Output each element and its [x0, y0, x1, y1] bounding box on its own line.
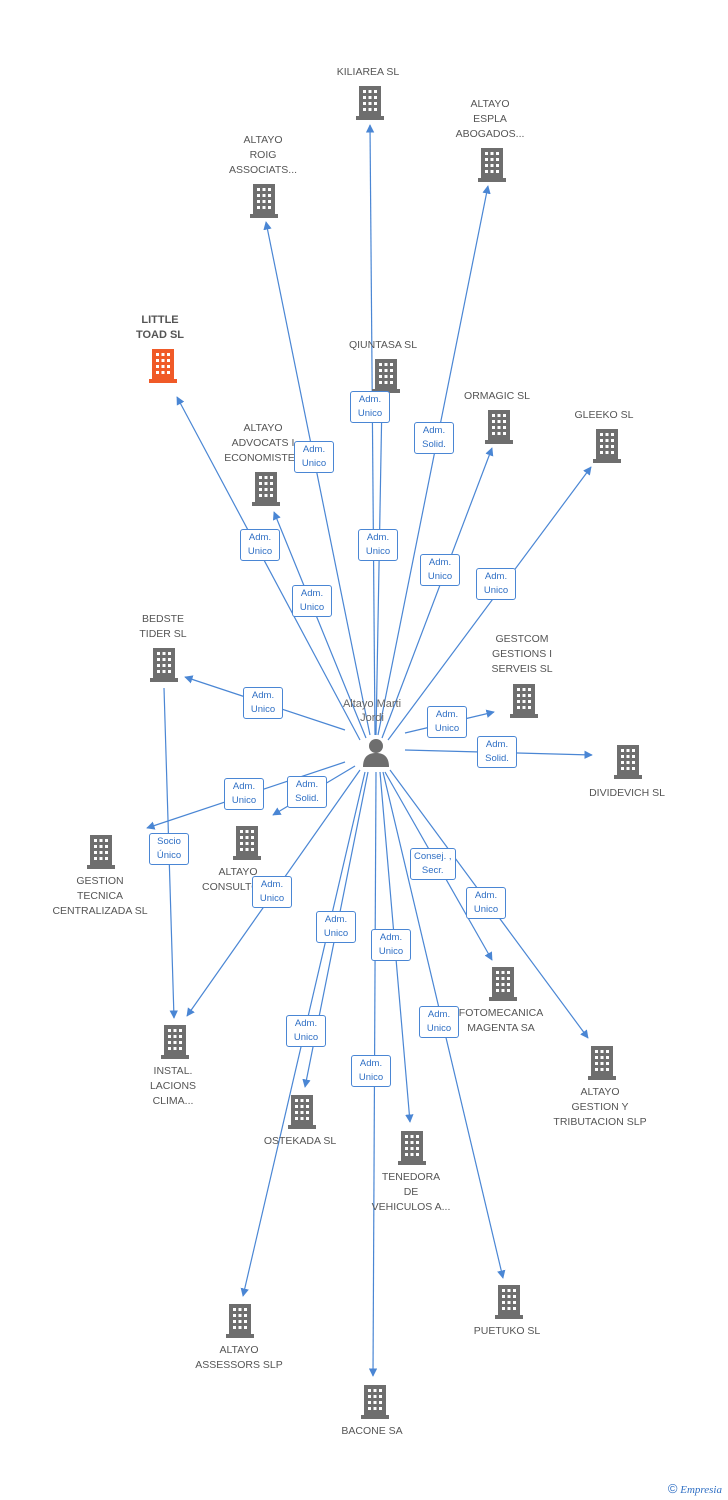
edge-label-gleeko[interactable]: Adm. Unico	[476, 568, 516, 600]
node-label-roig[interactable]: ALTAYO ROIG ASSOCIATS...	[228, 134, 298, 176]
edge-label-assessors[interactable]: Adm. Unico	[286, 1015, 326, 1047]
building-icon	[160, 1025, 190, 1059]
node-label-advocats[interactable]: ALTAYO ADVOCATS I ECONOMISTES	[224, 422, 302, 464]
copyright-symbol: ©	[667, 1481, 678, 1496]
building-icon	[232, 826, 262, 860]
edge-advocats	[272, 511, 367, 739]
edge-label-consult[interactable]: Adm. Solid.	[287, 776, 327, 808]
brand-name: Empresia	[680, 1484, 722, 1496]
node-label-bacone[interactable]: BACONE SA	[341, 1425, 403, 1437]
building-icon	[613, 745, 643, 779]
building-icon	[477, 148, 507, 182]
building-icon	[355, 86, 385, 120]
building-icon	[587, 1046, 617, 1080]
footer-brand[interactable]: © Empresia	[668, 1481, 722, 1496]
edge-label-dividevich[interactable]: Adm. Solid.	[477, 736, 517, 768]
node-label-assessors[interactable]: ALTAYO ASSESSORS SLP	[195, 1344, 283, 1371]
node-label-gleeko[interactable]: GLEEKO SL	[574, 409, 634, 421]
node-label-gestion[interactable]: GESTION TECNICA CENTRALIZADA SL	[52, 875, 148, 917]
edge-gleeko	[387, 466, 592, 741]
edge-label-espla[interactable]: Adm. Solid.	[414, 422, 454, 454]
edge-label-gestiony[interactable]: Adm. Unico	[466, 887, 506, 919]
node-label-bedste[interactable]: BEDSTE TIDER SL	[139, 613, 187, 640]
node-label-puetuko[interactable]: PUETUKO SL	[473, 1325, 541, 1337]
node-label-instal[interactable]: INSTAL. LACIONS CLIMA...	[149, 1065, 197, 1107]
edge-label-instal[interactable]: Adm. Unico	[252, 876, 292, 908]
building-icon	[509, 684, 539, 718]
building-icon	[371, 359, 401, 393]
edge-label-advocats[interactable]: Adm. Unico	[292, 585, 332, 617]
edge-label-fotomecanica[interactable]: Consej. , Secr.	[410, 848, 456, 880]
node-label-ormagic[interactable]: ORMAGIC SL	[464, 390, 530, 402]
edge-label-ostekada[interactable]: Adm. Unico	[316, 911, 356, 943]
center-person-label[interactable]: Altayo Marti Jordi	[342, 698, 402, 724]
node-label-gestiony[interactable]: ALTAYO GESTION Y TRIBUTACION SLP	[553, 1086, 647, 1128]
edge-label-gestion[interactable]: Adm. Unico	[224, 778, 264, 810]
building-icon	[251, 472, 281, 506]
edge-label-tenedora[interactable]: Adm. Unico	[371, 929, 411, 961]
node-label-espla[interactable]: ALTAYO ESPLA ABOGADOS...	[455, 98, 525, 140]
building-icon	[149, 648, 179, 682]
building-icon-highlight	[148, 349, 178, 383]
building-icon	[488, 967, 518, 1001]
edge-ormagic	[381, 447, 494, 739]
node-label-dividevich[interactable]: DIVIDEVICH SL	[589, 787, 665, 799]
edge-label-bedste[interactable]: Adm. Unico	[243, 687, 283, 719]
edge-little	[176, 396, 361, 741]
node-label-little[interactable]: LITTLE TOAD SL	[135, 314, 185, 341]
node-label-qiuntasa[interactable]: QIUNTASA SL	[348, 339, 418, 351]
building-icon	[287, 1095, 317, 1129]
node-label-tenedora[interactable]: TENEDORA DE VEHICULOS A...	[371, 1171, 451, 1213]
node-label-ostekada[interactable]: OSTEKADA SL	[263, 1135, 337, 1147]
edge-label-ormagic[interactable]: Adm. Unico	[420, 554, 460, 586]
edge-label-little[interactable]: Adm. Unico	[240, 529, 280, 561]
node-label-kiliarea[interactable]: KILIAREA SL	[336, 66, 400, 78]
edge-qiuntasa	[375, 397, 387, 736]
edge-kiliarea	[365, 124, 376, 736]
building-icon	[592, 429, 622, 463]
building-icon	[225, 1304, 255, 1338]
person-icon[interactable]	[361, 737, 391, 767]
building-icon	[397, 1131, 427, 1165]
edge-roig	[263, 221, 371, 736]
edge-label-kiliarea[interactable]: Adm. Unico	[350, 391, 390, 423]
edge-espla	[377, 185, 491, 736]
building-icon	[249, 184, 279, 218]
node-label-gestcom[interactable]: GESTCOM GESTIONS I SERVEIS SL	[491, 633, 553, 675]
edge-label-socio[interactable]: Socio Único	[149, 833, 189, 865]
node-label-fotomecanica[interactable]: FOTOMECANICA MAGENTA SA	[458, 1007, 544, 1034]
edge-label-puetuko[interactable]: Adm. Unico	[419, 1006, 459, 1038]
edge-label-bacone[interactable]: Adm. Unico	[351, 1055, 391, 1087]
building-icon	[360, 1385, 390, 1419]
edge-label-roig[interactable]: Adm. Unico	[294, 441, 334, 473]
building-icon	[494, 1285, 524, 1319]
building-icon	[86, 835, 116, 869]
edge-label-gestcom[interactable]: Adm. Unico	[427, 706, 467, 738]
building-icon	[484, 410, 514, 444]
edge-label-qiuntasa[interactable]: Adm. Unico	[358, 529, 398, 561]
